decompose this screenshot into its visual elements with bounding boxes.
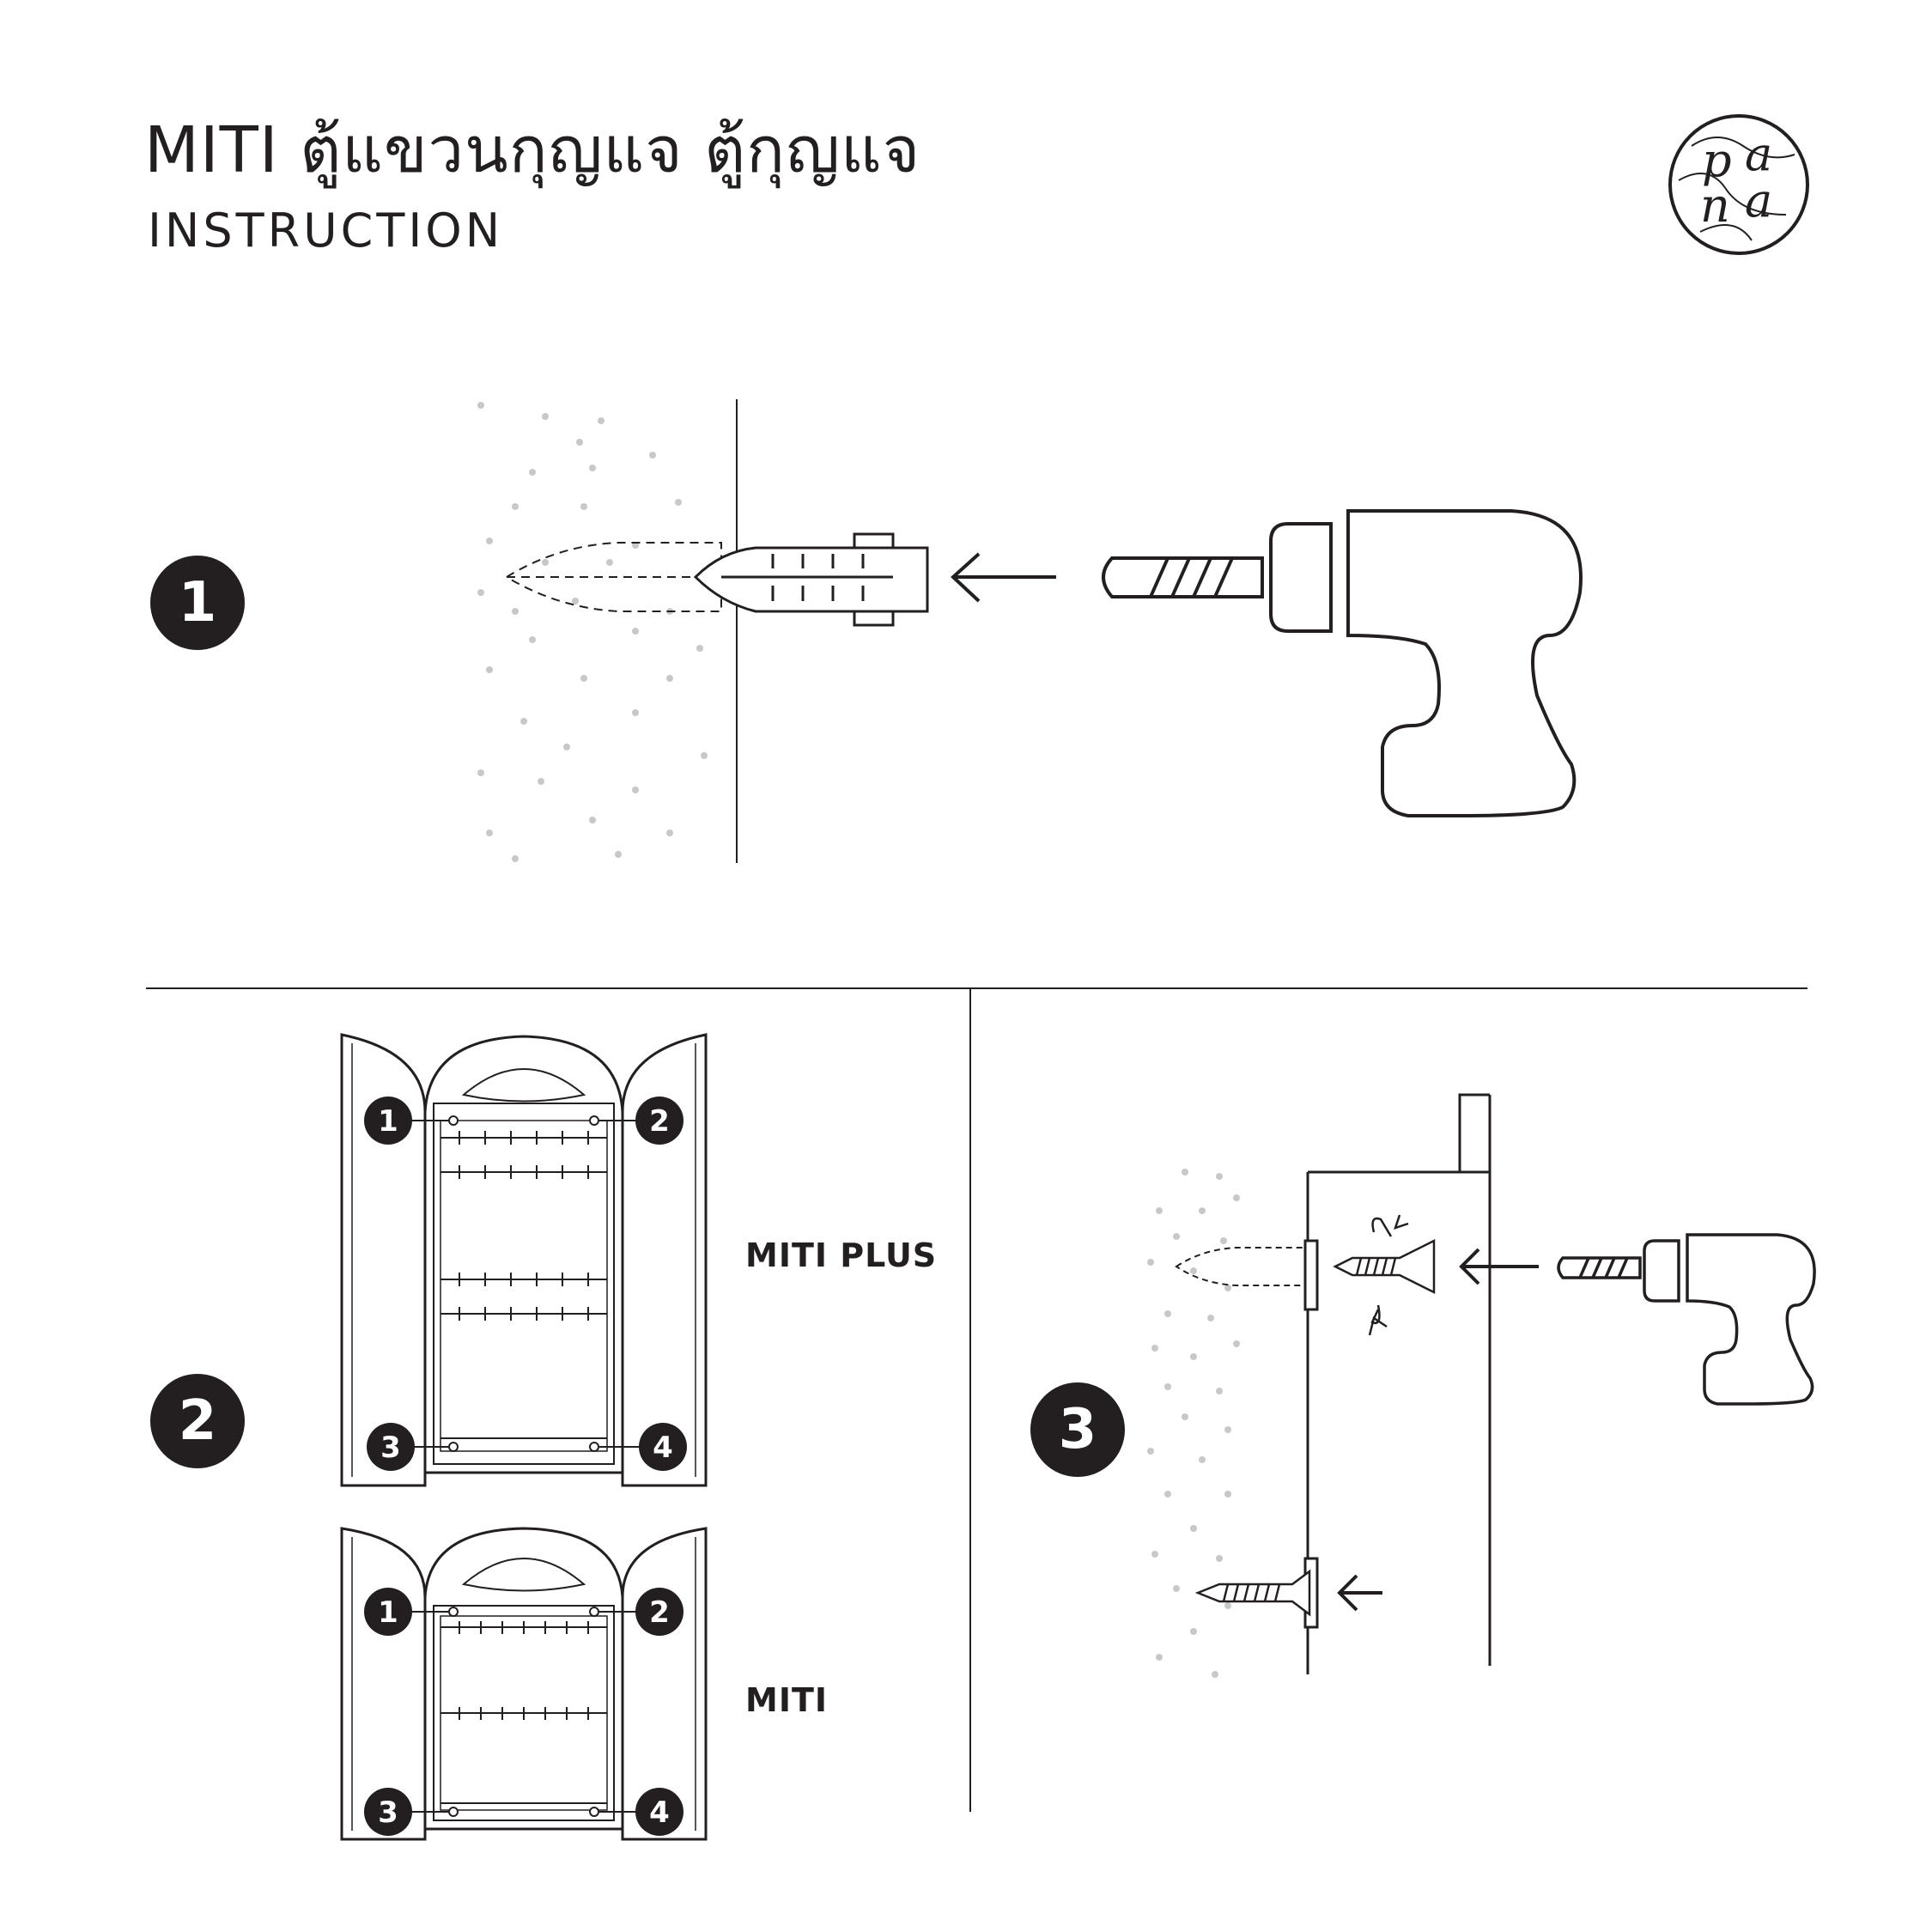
step-3-illustration xyxy=(1147,1093,1816,1678)
logo-letter-n: n xyxy=(1700,179,1730,233)
point-3: 3 xyxy=(378,1795,398,1830)
mounting-point-badges-miti: 1 2 3 4 xyxy=(364,1588,683,1836)
logo-letter-a-2: a xyxy=(1745,173,1772,228)
insert-arrow-icon xyxy=(951,552,1056,603)
wall-texture xyxy=(477,402,708,862)
drill-icon xyxy=(1102,509,1583,817)
wall-texture-step3 xyxy=(1147,1169,1240,1678)
screw-icon xyxy=(1333,1214,1436,1336)
pana-logo: p a n a xyxy=(1668,114,1809,255)
point-3: 3 xyxy=(380,1431,401,1465)
logo-letter-p: p xyxy=(1702,133,1732,187)
miti-cabinet: 1 2 3 4 xyxy=(340,1527,708,1841)
page-subtitle: INSTRUCTION xyxy=(148,204,504,258)
wall-plug xyxy=(693,532,929,627)
miti-plus-cabinet: 1 2 3 4 xyxy=(340,1033,708,1487)
step-1-badge: 1 xyxy=(150,556,245,650)
push-arrow-icon xyxy=(1337,1574,1382,1612)
point-2: 2 xyxy=(649,1595,670,1630)
point-4: 4 xyxy=(649,1795,670,1830)
drill-icon-step3 xyxy=(1557,1233,1816,1406)
step-3-badge: 3 xyxy=(1030,1382,1125,1477)
section-divider-vertical xyxy=(969,987,971,1812)
step-1-illustration xyxy=(477,399,1583,863)
miti-label: MITI xyxy=(745,1681,829,1719)
point-1: 1 xyxy=(378,1104,398,1139)
insert-arrow-icon-step3 xyxy=(1459,1248,1539,1285)
miti-plus-label: MITI PLUS xyxy=(745,1236,938,1274)
logo-letter-a: a xyxy=(1745,127,1772,181)
point-4: 4 xyxy=(653,1431,673,1465)
page-title: MITI ตู้แขวนกุญแจ ตู้กุญแจ xyxy=(144,113,921,187)
point-2: 2 xyxy=(649,1104,670,1139)
screw-bottom-icon xyxy=(1194,1569,1311,1617)
section-divider-horizontal xyxy=(146,987,1807,989)
step-2-badge: 2 xyxy=(150,1374,245,1468)
mounting-point-badges: 1 2 3 4 xyxy=(364,1097,687,1471)
point-1: 1 xyxy=(378,1595,398,1630)
